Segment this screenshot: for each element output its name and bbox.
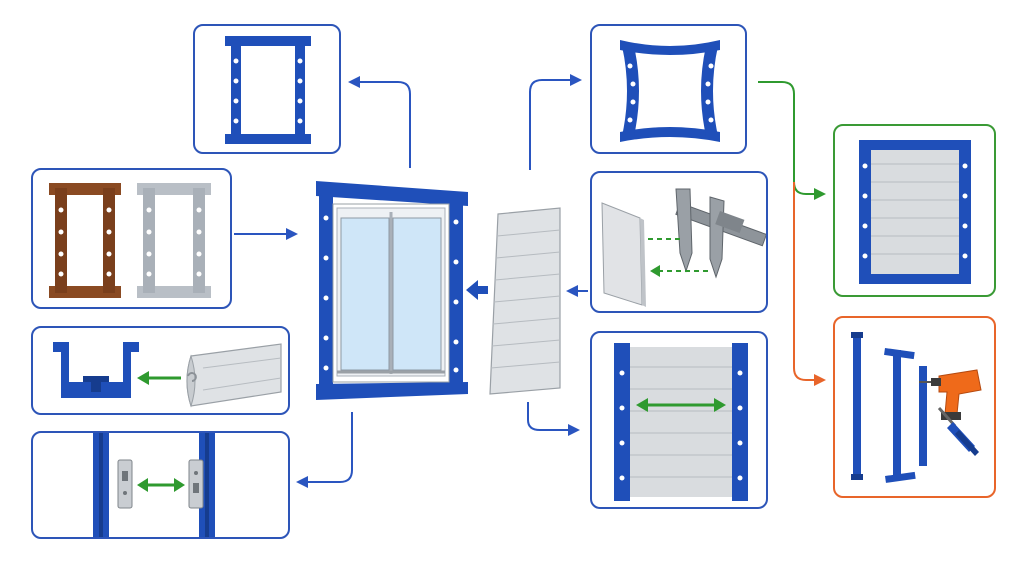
slatted-shutter-icon (489, 207, 561, 395)
assembled-shutter-icon (859, 140, 971, 284)
panel-warped-frame (590, 24, 747, 154)
latch-plates-icon (93, 433, 215, 537)
arrow-to-parts-and-tools (793, 182, 816, 381)
u-channel-profile-icon (53, 342, 282, 408)
wood-and-steel-frames-icon (49, 183, 211, 298)
central-shutter (488, 206, 564, 396)
panel-thickness-measure (590, 171, 768, 313)
panel-material-options (31, 168, 232, 309)
panel-square-frame (193, 24, 341, 154)
slat-width-icon (614, 343, 748, 501)
drill-and-screwdriver-icon (851, 332, 982, 483)
panel-parts-and-tools (833, 316, 996, 498)
arrow-to-warped-frame (529, 79, 574, 170)
panel-channel-profile (31, 326, 290, 415)
panel-assembled-shutter (833, 124, 996, 297)
central-window (313, 178, 471, 402)
rectangular-frame-icon (225, 36, 311, 144)
arrow-to-square-frame (354, 81, 411, 168)
caliper-icon (601, 188, 766, 307)
arrow-to-latch-gap (302, 412, 353, 483)
warped-frame-icon (620, 40, 720, 142)
panel-width-fit (590, 331, 768, 509)
arrow-to-width-fit (527, 402, 572, 431)
window-frame-icon (316, 181, 468, 400)
panel-latch-gap (31, 431, 290, 539)
